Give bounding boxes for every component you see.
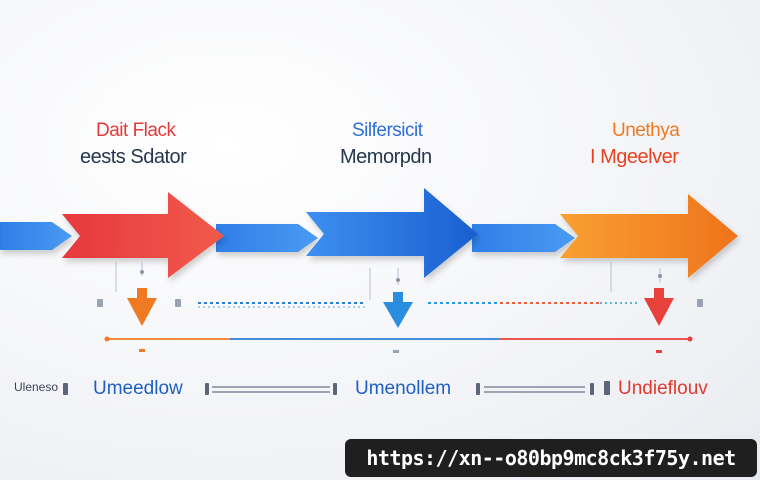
down-arrow-blue	[383, 292, 413, 328]
stage-2-title: Silfersicit	[352, 120, 423, 141]
stage-1-title: Dait Flack	[96, 120, 176, 141]
bottom-label-3: Undieflouv	[618, 378, 708, 399]
bottom-prefix-label: Uleneso	[14, 380, 59, 394]
bottom-label-1: Umeedlow	[93, 378, 183, 399]
vertical-guides	[115, 262, 661, 300]
guide-dots	[140, 270, 662, 282]
stage-3-title: Unethya	[612, 120, 680, 141]
stage-arrow-red	[62, 192, 224, 278]
watermark-url: https://xn--o80bp9mc8ck3f75y.net	[366, 446, 736, 470]
tiny-marks	[139, 349, 662, 353]
connector-arrow-1	[0, 222, 72, 250]
down-arrow-orange	[127, 288, 157, 326]
down-arrow-red	[644, 288, 674, 326]
stage-arrow-blue	[306, 188, 478, 278]
connector-arrow-2	[216, 224, 318, 252]
bottom-label-2: Umenollem	[355, 378, 452, 399]
url-watermark-banner: https://xn--o80bp9mc8ck3f75y.net	[345, 439, 757, 477]
stage-arrow-orange	[560, 194, 738, 278]
stage-3-subtitle: I Mgeelver	[590, 146, 679, 168]
stage-1-subtitle: eests Sdator	[80, 146, 187, 168]
connector-arrow-3	[472, 224, 575, 252]
small-markers	[97, 299, 703, 307]
divider-line	[104, 336, 693, 342]
dotted-trail-1	[198, 302, 366, 308]
bottom-lines	[212, 386, 585, 393]
bottom-line-caps	[63, 381, 610, 395]
stage-2-subtitle: Memorpdn	[340, 146, 432, 168]
